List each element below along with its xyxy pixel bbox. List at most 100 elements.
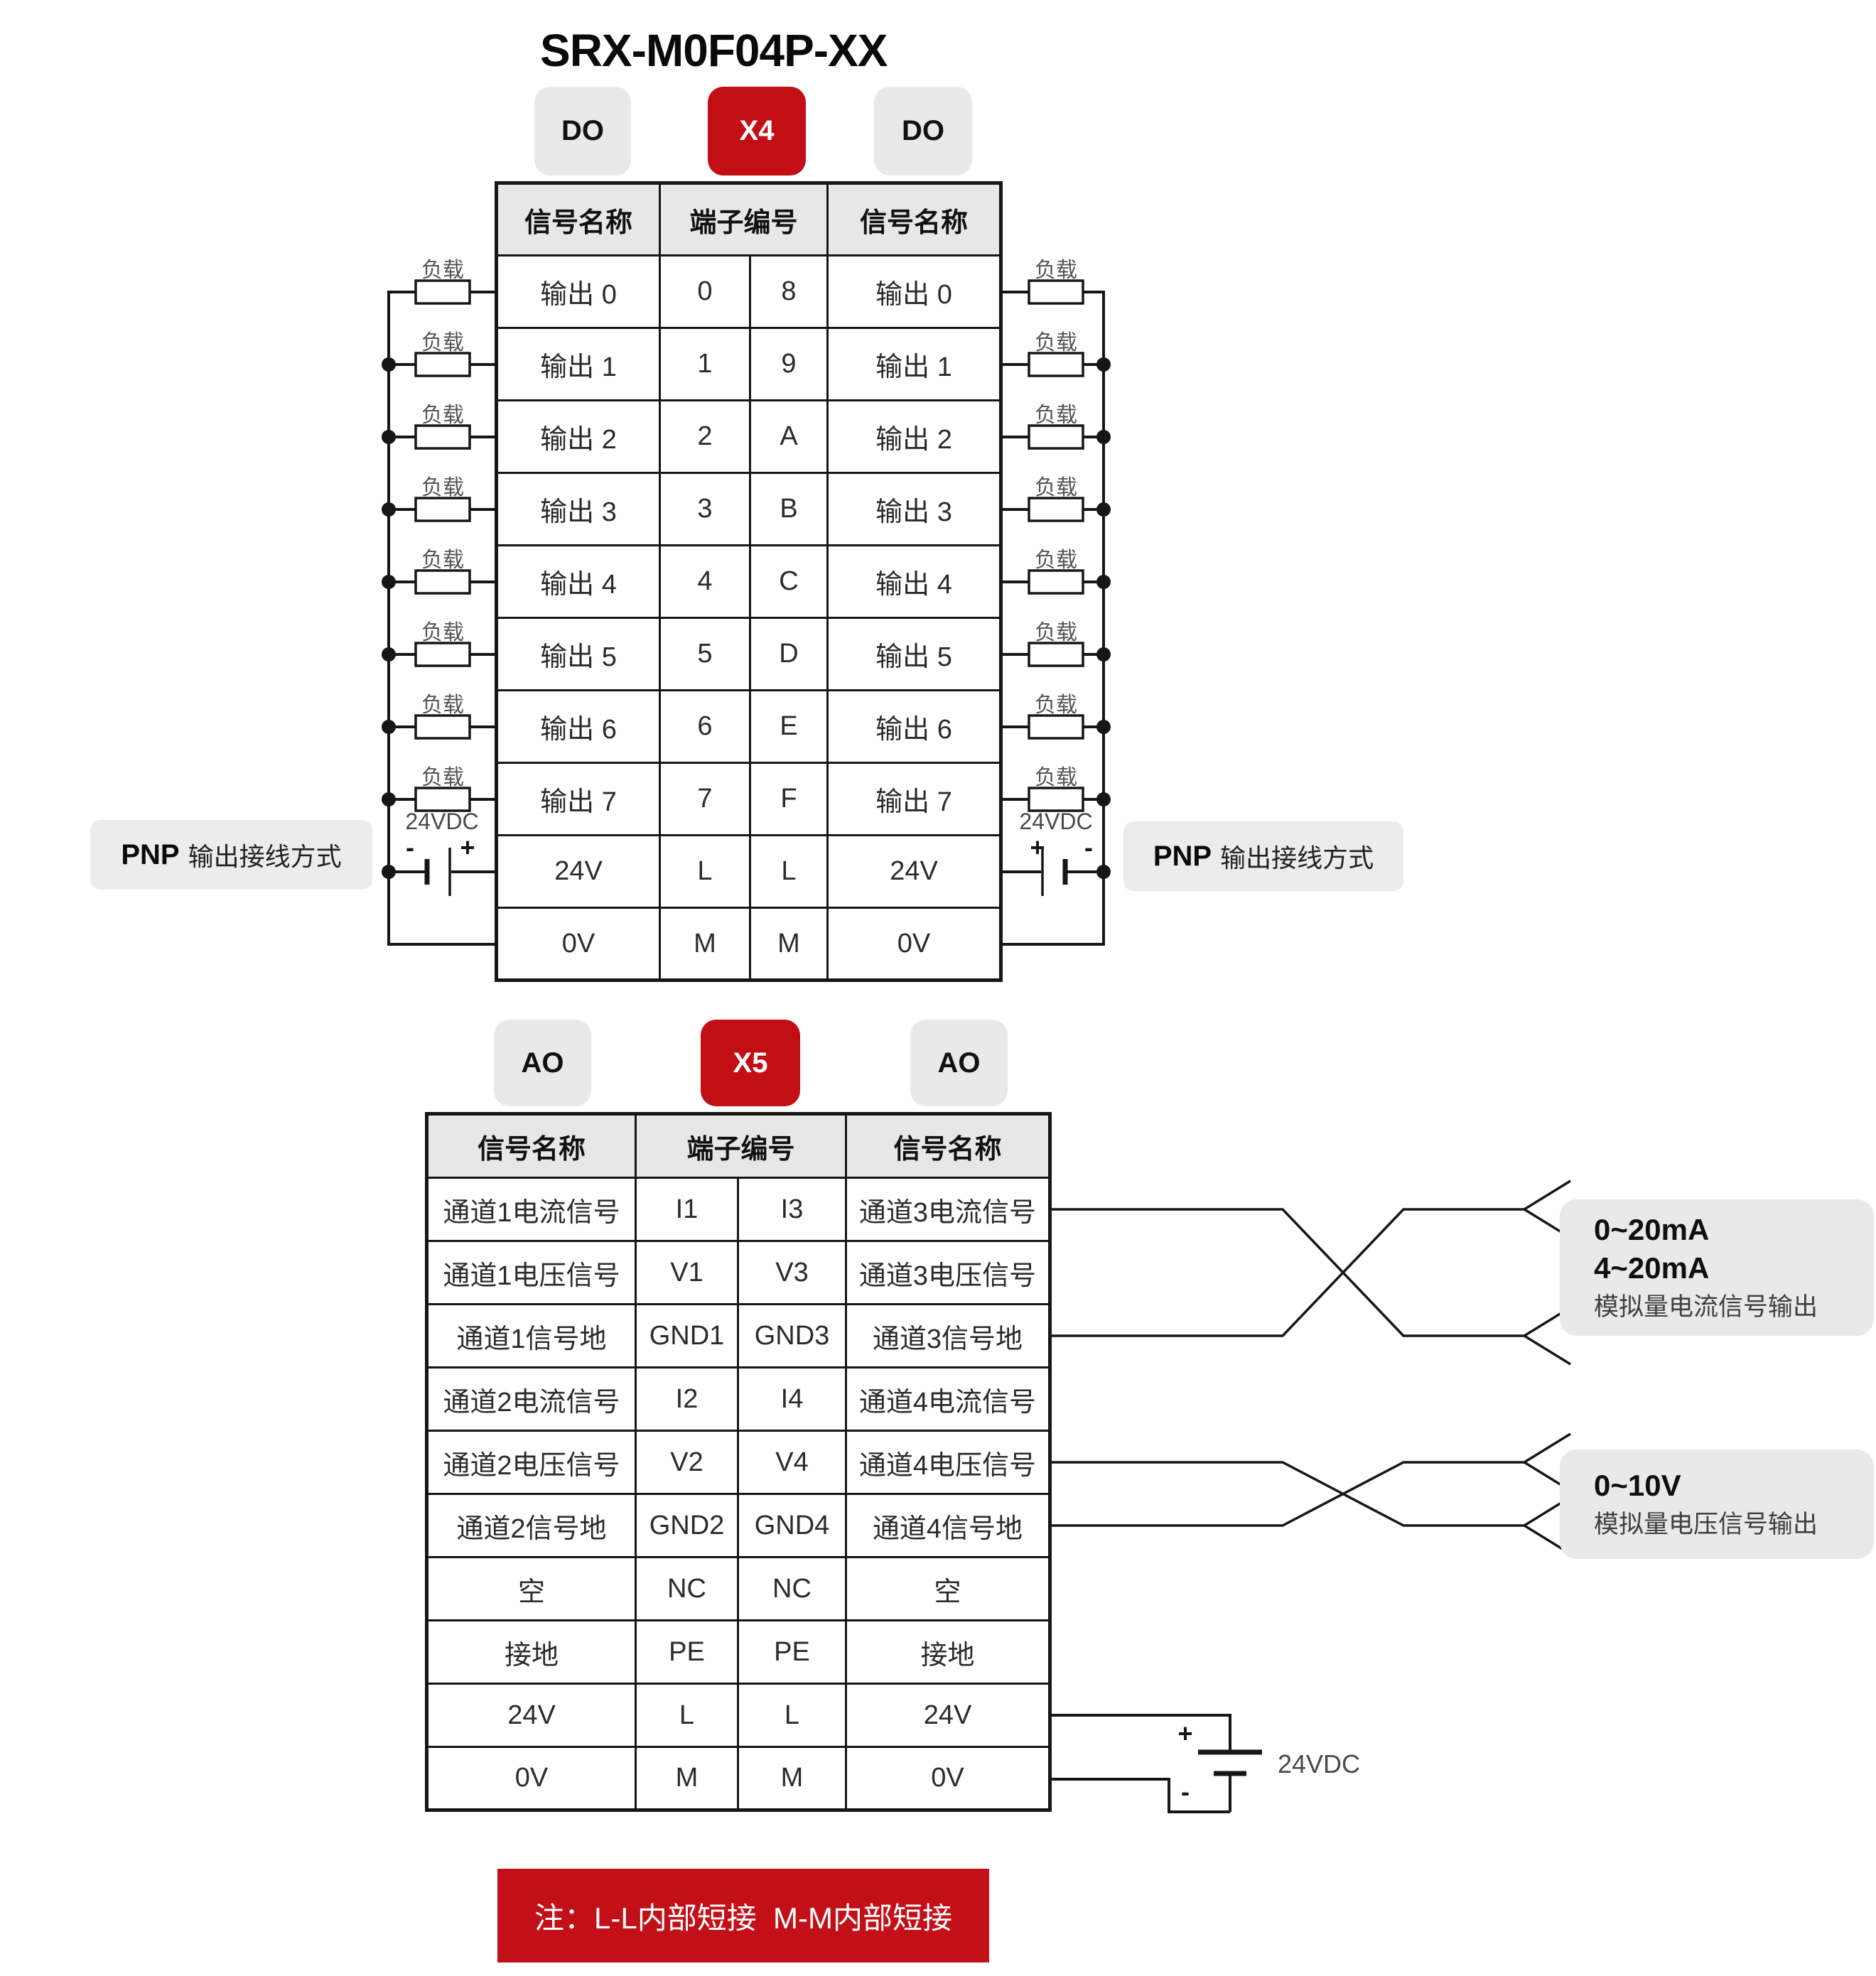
load-label: 负载 bbox=[421, 549, 464, 572]
cell: GND3 bbox=[737, 1303, 847, 1368]
twisted-pair-voltage bbox=[1052, 1432, 1571, 1555]
pnp-label: PNP bbox=[1153, 840, 1212, 872]
pnp-caption: 输出接线方式 bbox=[1220, 843, 1374, 873]
cell: M bbox=[749, 907, 829, 981]
cell: 通道4电压信号 bbox=[845, 1430, 1051, 1495]
cell: 输出 7 bbox=[826, 762, 1002, 836]
load-label: 负载 bbox=[421, 331, 464, 355]
load-label: 负载 bbox=[1035, 331, 1077, 355]
plus-sign: + bbox=[1030, 833, 1045, 862]
cell: GND4 bbox=[737, 1493, 847, 1558]
cell: 接地 bbox=[845, 1619, 1051, 1685]
cell: M bbox=[737, 1746, 847, 1811]
junction-dots bbox=[382, 357, 1111, 879]
cell: 0V bbox=[845, 1746, 1051, 1811]
cell: 通道2信号地 bbox=[426, 1493, 637, 1558]
minus-sign: - bbox=[406, 833, 414, 862]
load-label: 负载 bbox=[1035, 549, 1077, 572]
load-label: 负载 bbox=[421, 621, 464, 644]
load-label: 负载 bbox=[1035, 693, 1077, 717]
load-label: 负载 bbox=[1035, 404, 1077, 427]
load-label: 负载 bbox=[1035, 621, 1077, 644]
cell: 通道1电压信号 bbox=[426, 1240, 637, 1305]
cell: 输出 0 bbox=[495, 254, 661, 329]
pnp-callout-right: PNP 输出接线方式 bbox=[1123, 821, 1403, 891]
supply-label: 24VDC bbox=[1019, 809, 1093, 834]
minus-sign: - bbox=[1084, 833, 1093, 862]
cell: 通道1电流信号 bbox=[426, 1177, 637, 1242]
header-cell: 信号名称 bbox=[495, 182, 661, 257]
cell: I3 bbox=[737, 1177, 847, 1242]
header-cell: 端子编号 bbox=[659, 182, 829, 257]
cell: 接地 bbox=[426, 1619, 637, 1685]
cell: 24V bbox=[426, 1683, 637, 1748]
battery-symbol-right bbox=[1041, 848, 1068, 896]
cell: 8 bbox=[749, 254, 829, 329]
cell: 通道2电压信号 bbox=[426, 1430, 637, 1495]
cell: I4 bbox=[737, 1366, 847, 1432]
cell: 输出 1 bbox=[826, 327, 1002, 401]
load-label: 负载 bbox=[421, 404, 464, 427]
badge-do-right: DO bbox=[874, 87, 972, 176]
cell: 0V bbox=[426, 1746, 637, 1811]
cell: 输出 5 bbox=[826, 617, 1002, 691]
badge-do-left: DO bbox=[534, 87, 631, 176]
cell: NC bbox=[635, 1556, 739, 1621]
cell: 0V bbox=[826, 907, 1002, 981]
cell: 6 bbox=[659, 689, 751, 764]
load-label: 负载 bbox=[421, 766, 464, 789]
cell: 通道2电流信号 bbox=[426, 1366, 637, 1432]
cell: 输出 4 bbox=[495, 544, 661, 619]
cell: 24V bbox=[495, 834, 661, 909]
voltage-output-callout: 0~10V 模拟量电压信号输出 bbox=[1560, 1449, 1874, 1559]
cell: 通道1信号地 bbox=[426, 1303, 637, 1368]
cell: GND2 bbox=[635, 1493, 739, 1558]
cell: 7 bbox=[659, 762, 751, 836]
cell: 空 bbox=[845, 1556, 1051, 1621]
plus-sign: + bbox=[460, 833, 475, 862]
header-cell: 信号名称 bbox=[426, 1113, 637, 1179]
cell: 3 bbox=[659, 472, 751, 546]
current-range-1: 0~20mA bbox=[1594, 1213, 1710, 1246]
cell: 输出 3 bbox=[826, 472, 1002, 546]
table-header-row: 信号名称 端子编号 信号名称 bbox=[426, 1113, 1051, 1179]
cell: E bbox=[749, 689, 829, 764]
cell: L bbox=[659, 834, 751, 909]
cell: 0V bbox=[495, 907, 661, 981]
note-bar: 注：L-L内部短接 M-M内部短接 bbox=[497, 1869, 989, 1962]
cell: V3 bbox=[737, 1240, 847, 1305]
cell: L bbox=[749, 834, 829, 909]
cell: C bbox=[749, 544, 829, 619]
header-cell: 信号名称 bbox=[826, 182, 1002, 257]
table-header-row: 信号名称 端子编号 信号名称 bbox=[495, 182, 1002, 257]
cell: D bbox=[749, 617, 829, 691]
plus-sign: + bbox=[1177, 1719, 1193, 1748]
cell: I2 bbox=[635, 1366, 739, 1432]
battery-symbol-bottom bbox=[1052, 1714, 1262, 1813]
cell: 输出 2 bbox=[495, 399, 661, 474]
cell: NC bbox=[737, 1556, 847, 1621]
cell: 输出 2 bbox=[826, 399, 1002, 474]
load-label: 负载 bbox=[421, 476, 464, 500]
pnp-label: PNP bbox=[121, 838, 180, 870]
cell: 5 bbox=[659, 617, 751, 691]
load-label: 负载 bbox=[421, 259, 464, 282]
cell: 9 bbox=[749, 327, 829, 401]
minus-sign: - bbox=[1181, 1777, 1190, 1806]
cell: 1 bbox=[659, 327, 751, 401]
load-label: 负载 bbox=[421, 693, 464, 717]
